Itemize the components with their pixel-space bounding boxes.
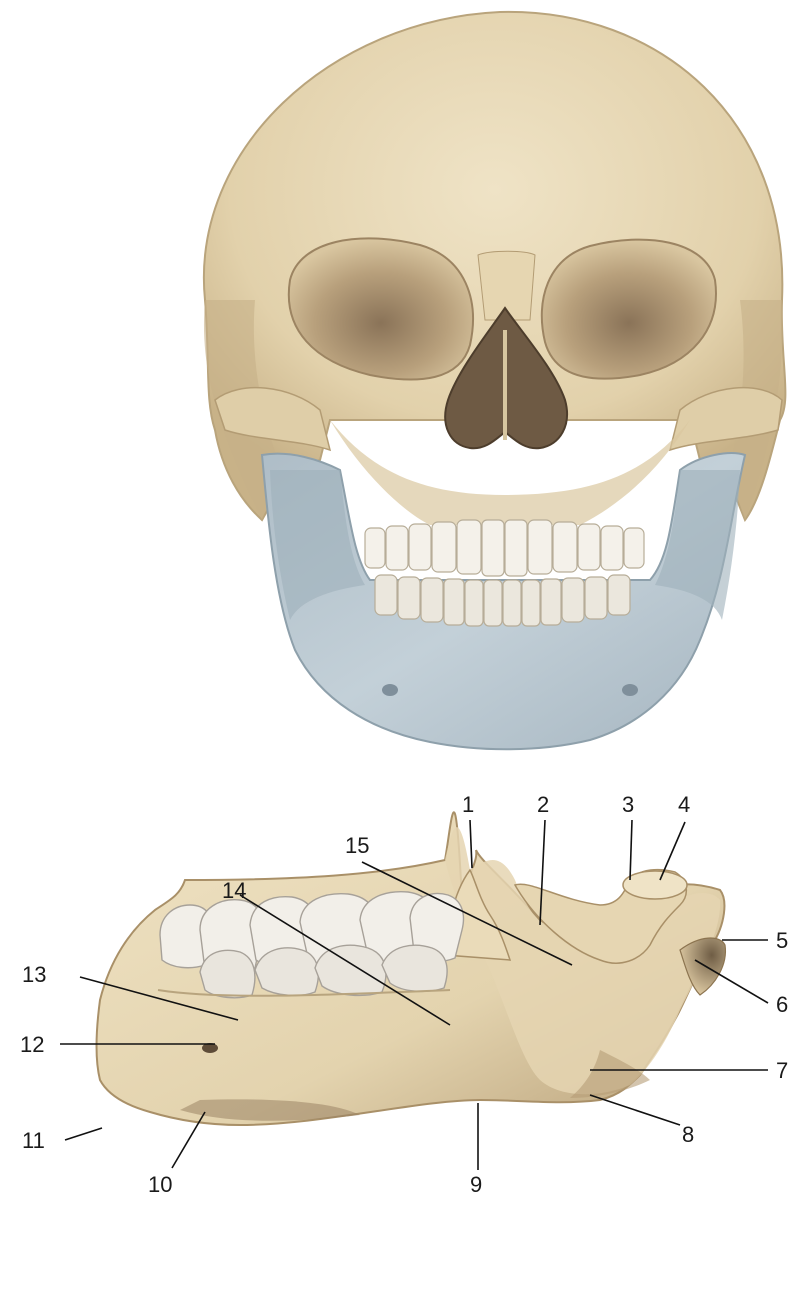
- label-13: 13: [22, 962, 46, 987]
- label-6: 6: [776, 992, 788, 1017]
- label-15: 15: [345, 833, 369, 858]
- label-2: 2: [537, 792, 549, 817]
- leader-11: [65, 1128, 102, 1140]
- label-3: 3: [622, 792, 634, 817]
- label-11: 11: [22, 1128, 45, 1153]
- label-14: 14: [222, 878, 246, 903]
- leader-8: [590, 1095, 680, 1125]
- leader-1: [470, 820, 472, 868]
- label-5: 5: [776, 928, 788, 953]
- leader-3: [630, 820, 632, 880]
- label-8: 8: [682, 1122, 694, 1147]
- label-12: 12: [20, 1032, 44, 1057]
- skull-front-view: [204, 12, 786, 749]
- label-10: 10: [148, 1172, 172, 1197]
- label-1: 1: [462, 792, 474, 817]
- upper-teeth: [365, 520, 644, 576]
- label-4: 4: [678, 792, 690, 817]
- label-9: 9: [470, 1172, 482, 1197]
- label-7: 7: [776, 1058, 788, 1083]
